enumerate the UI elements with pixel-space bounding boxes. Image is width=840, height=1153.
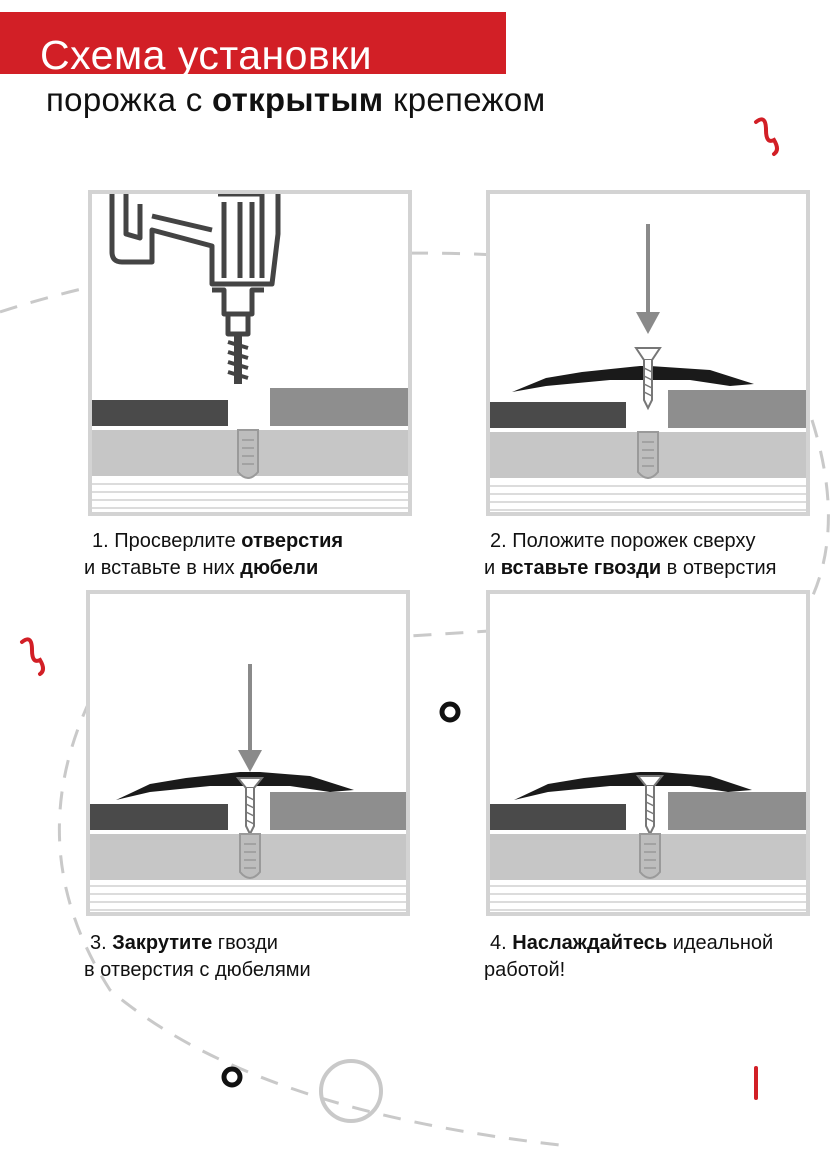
floor-right <box>668 390 806 428</box>
drill-icon <box>109 194 281 337</box>
caption-text: и <box>484 557 501 579</box>
threshold-icon <box>512 366 754 392</box>
squiggle-top-right <box>754 117 779 156</box>
step-1-illustration <box>88 190 412 516</box>
threshold-icon <box>514 772 752 800</box>
caption-text: 4. <box>490 932 513 954</box>
caption-bold: Закрутите <box>112 932 213 954</box>
ring-dot-bottom <box>221 1066 243 1088</box>
caption-text: работой! <box>484 959 566 981</box>
caption-text: 1. Просверлите <box>92 530 242 552</box>
caption-bold: дюбели <box>240 557 319 579</box>
subtitle-text-end: крепежом <box>383 81 546 118</box>
floor-left <box>490 804 626 830</box>
screw-icon <box>235 777 265 837</box>
caption-text: в отверстия <box>661 557 777 579</box>
step-2-caption: 2. Положите порожек сверху и вставьте гв… <box>484 528 777 582</box>
ring-dot-middle <box>439 701 461 723</box>
title-banner: Схема установки <box>0 12 506 78</box>
arrow-down-icon <box>238 664 262 772</box>
floor-left <box>90 804 228 830</box>
caption-text: гвозди <box>212 932 278 954</box>
subtitle-bold: открытым <box>212 81 384 118</box>
step-4-caption: 4. Наслаждайтесь идеальной работой! <box>484 930 774 984</box>
page-title: Схема установки <box>40 32 373 78</box>
page-subtitle: порожка с открытым крепежом <box>46 78 546 122</box>
step-3-illustration <box>86 590 410 916</box>
big-ring-bottom <box>319 1059 383 1123</box>
caption-text: в отверстия с дюбелями <box>84 959 311 981</box>
subfloor-lines <box>490 485 806 511</box>
floor-left <box>92 400 228 426</box>
caption-text: идеальной <box>667 932 774 954</box>
dowel-icon <box>237 429 259 479</box>
caption-bold: вставьте гвозди <box>500 557 662 579</box>
squiggle-left <box>20 637 45 676</box>
subfloor-lines <box>90 885 406 911</box>
caption-text: и вставьте в них <box>84 557 241 579</box>
subfloor-lines <box>490 885 806 911</box>
dashed-arc-bottom <box>57 699 561 1147</box>
arrow-down-icon <box>636 224 660 334</box>
subtitle-text: порожка с <box>46 81 212 118</box>
dowel-icon <box>637 431 659 479</box>
threshold-icon <box>116 772 354 800</box>
dashed-arc-top <box>0 251 521 314</box>
caption-bold: отверстия <box>241 530 344 552</box>
step-3-caption: 3. Закрутите гвозди в отверстия с дюбеля… <box>84 930 311 984</box>
dowel-icon <box>239 833 261 879</box>
step-4-illustration <box>486 590 810 916</box>
caption-text: 3. <box>90 932 113 954</box>
dowel-icon <box>639 833 661 879</box>
caption-text: 2. Положите порожек сверху <box>490 530 756 552</box>
floor-right <box>270 388 408 426</box>
drill-bit-icon <box>227 334 249 384</box>
floor-left <box>490 402 626 428</box>
caption-bold: Наслаждайтесь <box>512 932 668 954</box>
step-2-illustration <box>486 190 810 516</box>
floor-right <box>270 792 406 830</box>
floor-right <box>668 792 806 830</box>
step-1-caption: 1. Просверлите отверстия и вставьте в ни… <box>84 528 344 582</box>
subfloor-lines <box>92 483 408 509</box>
screw-icon <box>634 347 662 411</box>
